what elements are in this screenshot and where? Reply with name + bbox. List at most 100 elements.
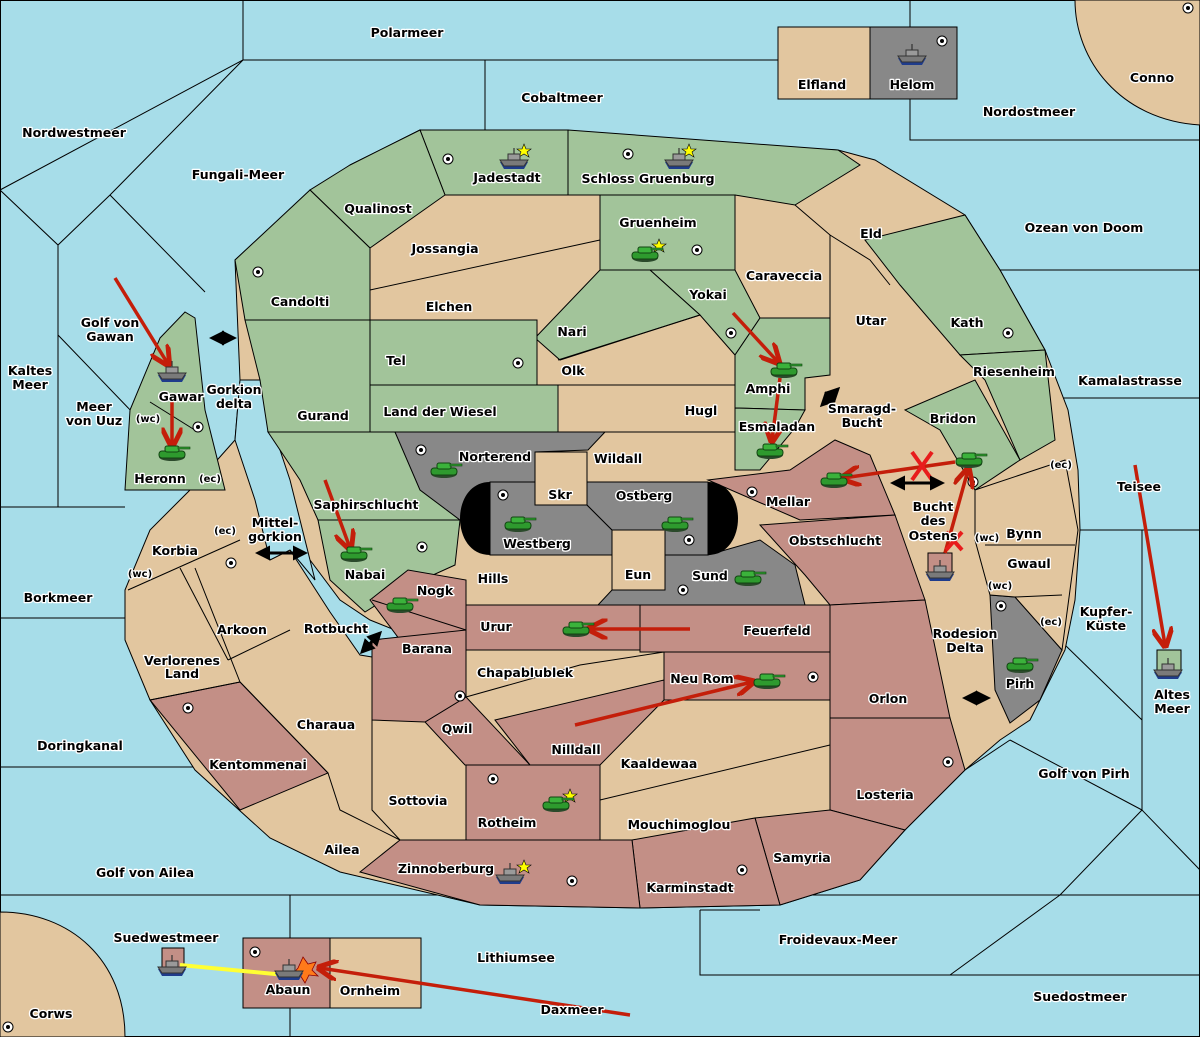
label-borkmeer: Borkmeer (24, 590, 94, 605)
label-kaaldewaa: Kaaldewaa (621, 756, 698, 771)
label-kath: Kath (951, 315, 984, 330)
territory-corws (0, 911, 126, 1037)
territory-elfland (777, 26, 871, 100)
label-esmaladan: Esmaladan (739, 419, 815, 434)
label-sund: Sund (692, 568, 728, 583)
adjacency-arrows (209, 330, 991, 706)
label-pirh: Pirh (1006, 676, 1035, 691)
label-kamalastrasse: Kamalastrasse (1078, 373, 1182, 388)
sea-labels: Polarmeer Cobaltmeer Nordwestmeer Fungal… (7, 24, 1192, 1019)
label-nordwestmeer: Nordwestmeer (22, 125, 127, 140)
failed-order-markers (910, 450, 964, 552)
label-bridon: Bridon (930, 411, 976, 426)
coast-gwaul-ec: (ec) (1040, 617, 1062, 628)
label-kupfer-kueste-2: Küste (1086, 618, 1126, 633)
coast-gawar-wc: (wc) (136, 414, 160, 425)
label-caraveccia: Caraveccia (746, 268, 822, 283)
coast-heronn-ec: (ec) (199, 474, 221, 485)
label-schloss-gruenburg: Schloss Gruenburg (581, 171, 714, 186)
label-altes-meer-1: Altes (1154, 687, 1190, 702)
coast-bynn-wc: (wc) (975, 533, 999, 544)
label-bucht-des-ostens-3: Ostens (909, 528, 958, 543)
label-jossangia: Jossangia (410, 241, 478, 256)
territory-eun (611, 529, 666, 591)
label-mouchimoglou: Mouchimoglou (628, 817, 731, 832)
coast-korbia-wc: (wc) (128, 569, 152, 580)
label-smaragd-bucht-1: Smaragd- (828, 401, 896, 416)
label-nilldall: Nilldall (551, 742, 600, 757)
label-golf-von-pirh: Golf von Pirh (1038, 766, 1129, 781)
label-chapablublek: Chapablublek (477, 665, 574, 680)
impassable-west (460, 482, 490, 555)
label-golf-von-ailea: Golf von Ailea (96, 865, 194, 880)
label-mittelgorkion-1: Mittel- (252, 515, 299, 530)
label-losteria: Losteria (856, 787, 913, 802)
label-skr: Skr (548, 487, 572, 502)
label-ozean-von-doom: Ozean von Doom (1025, 220, 1144, 235)
label-meer-von-uuz-2: von Uuz (66, 413, 122, 428)
label-norterend: Norterend (459, 449, 531, 464)
label-kentommenai: Kentommenai (209, 757, 307, 772)
label-rotbucht: Rotbucht (304, 621, 368, 636)
label-teisee: Teisee (1117, 479, 1161, 494)
label-heronn: Heronn (134, 471, 186, 486)
label-gorkion-delta-2: delta (216, 396, 252, 411)
label-neu-rom: Neu Rom (670, 671, 733, 686)
label-kupfer-kueste-1: Kupfer- (1080, 604, 1133, 619)
order-arrows (113, 277, 1165, 1017)
support-line (179, 963, 286, 977)
label-utar: Utar (856, 313, 888, 328)
label-doringkanal: Doringkanal (37, 738, 123, 753)
label-olk: Olk (561, 363, 585, 378)
label-nari: Nari (557, 324, 586, 339)
territory-skr (534, 451, 588, 506)
label-ostberg: Ostberg (616, 488, 673, 503)
label-nordostmeer: Nordostmeer (983, 104, 1076, 119)
label-feuerfeld: Feuerfeld (743, 623, 810, 638)
coast-korbia-ec: (ec) (214, 526, 236, 537)
label-lithiumsee: Lithiumsee (477, 950, 555, 965)
label-golf-von-gawan-2: Gawan (86, 329, 134, 344)
label-suedostmeer: Suedostmeer (1033, 989, 1127, 1004)
peninsula-bynn-gwaul (974, 459, 1079, 652)
label-korbia: Korbia (152, 543, 198, 558)
label-karminstadt: Karminstadt (646, 880, 733, 895)
label-land-der-wiesel: Land der Wiesel (383, 404, 496, 419)
label-bynn: Bynn (1006, 526, 1041, 541)
label-obstschlucht: Obstschlucht (789, 533, 881, 548)
label-meer-von-uuz-1: Meer (76, 399, 112, 414)
label-saphirschlucht: Saphirschlucht (314, 497, 419, 512)
label-hills: Hills (478, 571, 509, 586)
label-qwil: Qwil (442, 721, 473, 736)
label-kaltes-meer-1: Kaltes (8, 363, 52, 378)
label-abaun: Abaun (266, 982, 311, 997)
label-altes-meer-2: Meer (1154, 701, 1190, 716)
label-tel: Tel (386, 353, 406, 368)
label-bucht-des-ostens-2: des (921, 513, 946, 528)
label-amphi: Amphi (746, 381, 791, 396)
label-daxmeer: Daxmeer (540, 1002, 604, 1017)
label-eun: Eun (625, 567, 651, 582)
label-verlorenes-land-2: Land (165, 666, 199, 681)
label-westberg: Westberg (503, 536, 571, 551)
label-ornheim: Ornheim (340, 983, 400, 998)
label-qualinost: Qualinost (344, 201, 411, 216)
territory-conno (1074, 0, 1200, 126)
label-orlon: Orlon (869, 691, 908, 706)
inner-borders (127, 195, 1075, 841)
label-gruenheim: Gruenheim (619, 215, 696, 230)
label-cobaltmeer: Cobaltmeer (521, 90, 603, 105)
impassable-east (708, 482, 738, 555)
label-barana: Barana (402, 641, 452, 656)
label-gurand: Gurand (297, 408, 349, 423)
label-mittelgorkion-2: gorkion (248, 529, 302, 544)
label-elchen: Elchen (426, 299, 473, 314)
label-verlorenes-land-1: Verlorenes (144, 653, 220, 668)
label-charaua: Charaua (297, 717, 355, 732)
label-candolti: Candolti (271, 294, 330, 309)
label-jadestadt: Jadestadt (472, 170, 540, 185)
label-ailea: Ailea (324, 842, 359, 857)
label-sottovia: Sottovia (389, 793, 448, 808)
